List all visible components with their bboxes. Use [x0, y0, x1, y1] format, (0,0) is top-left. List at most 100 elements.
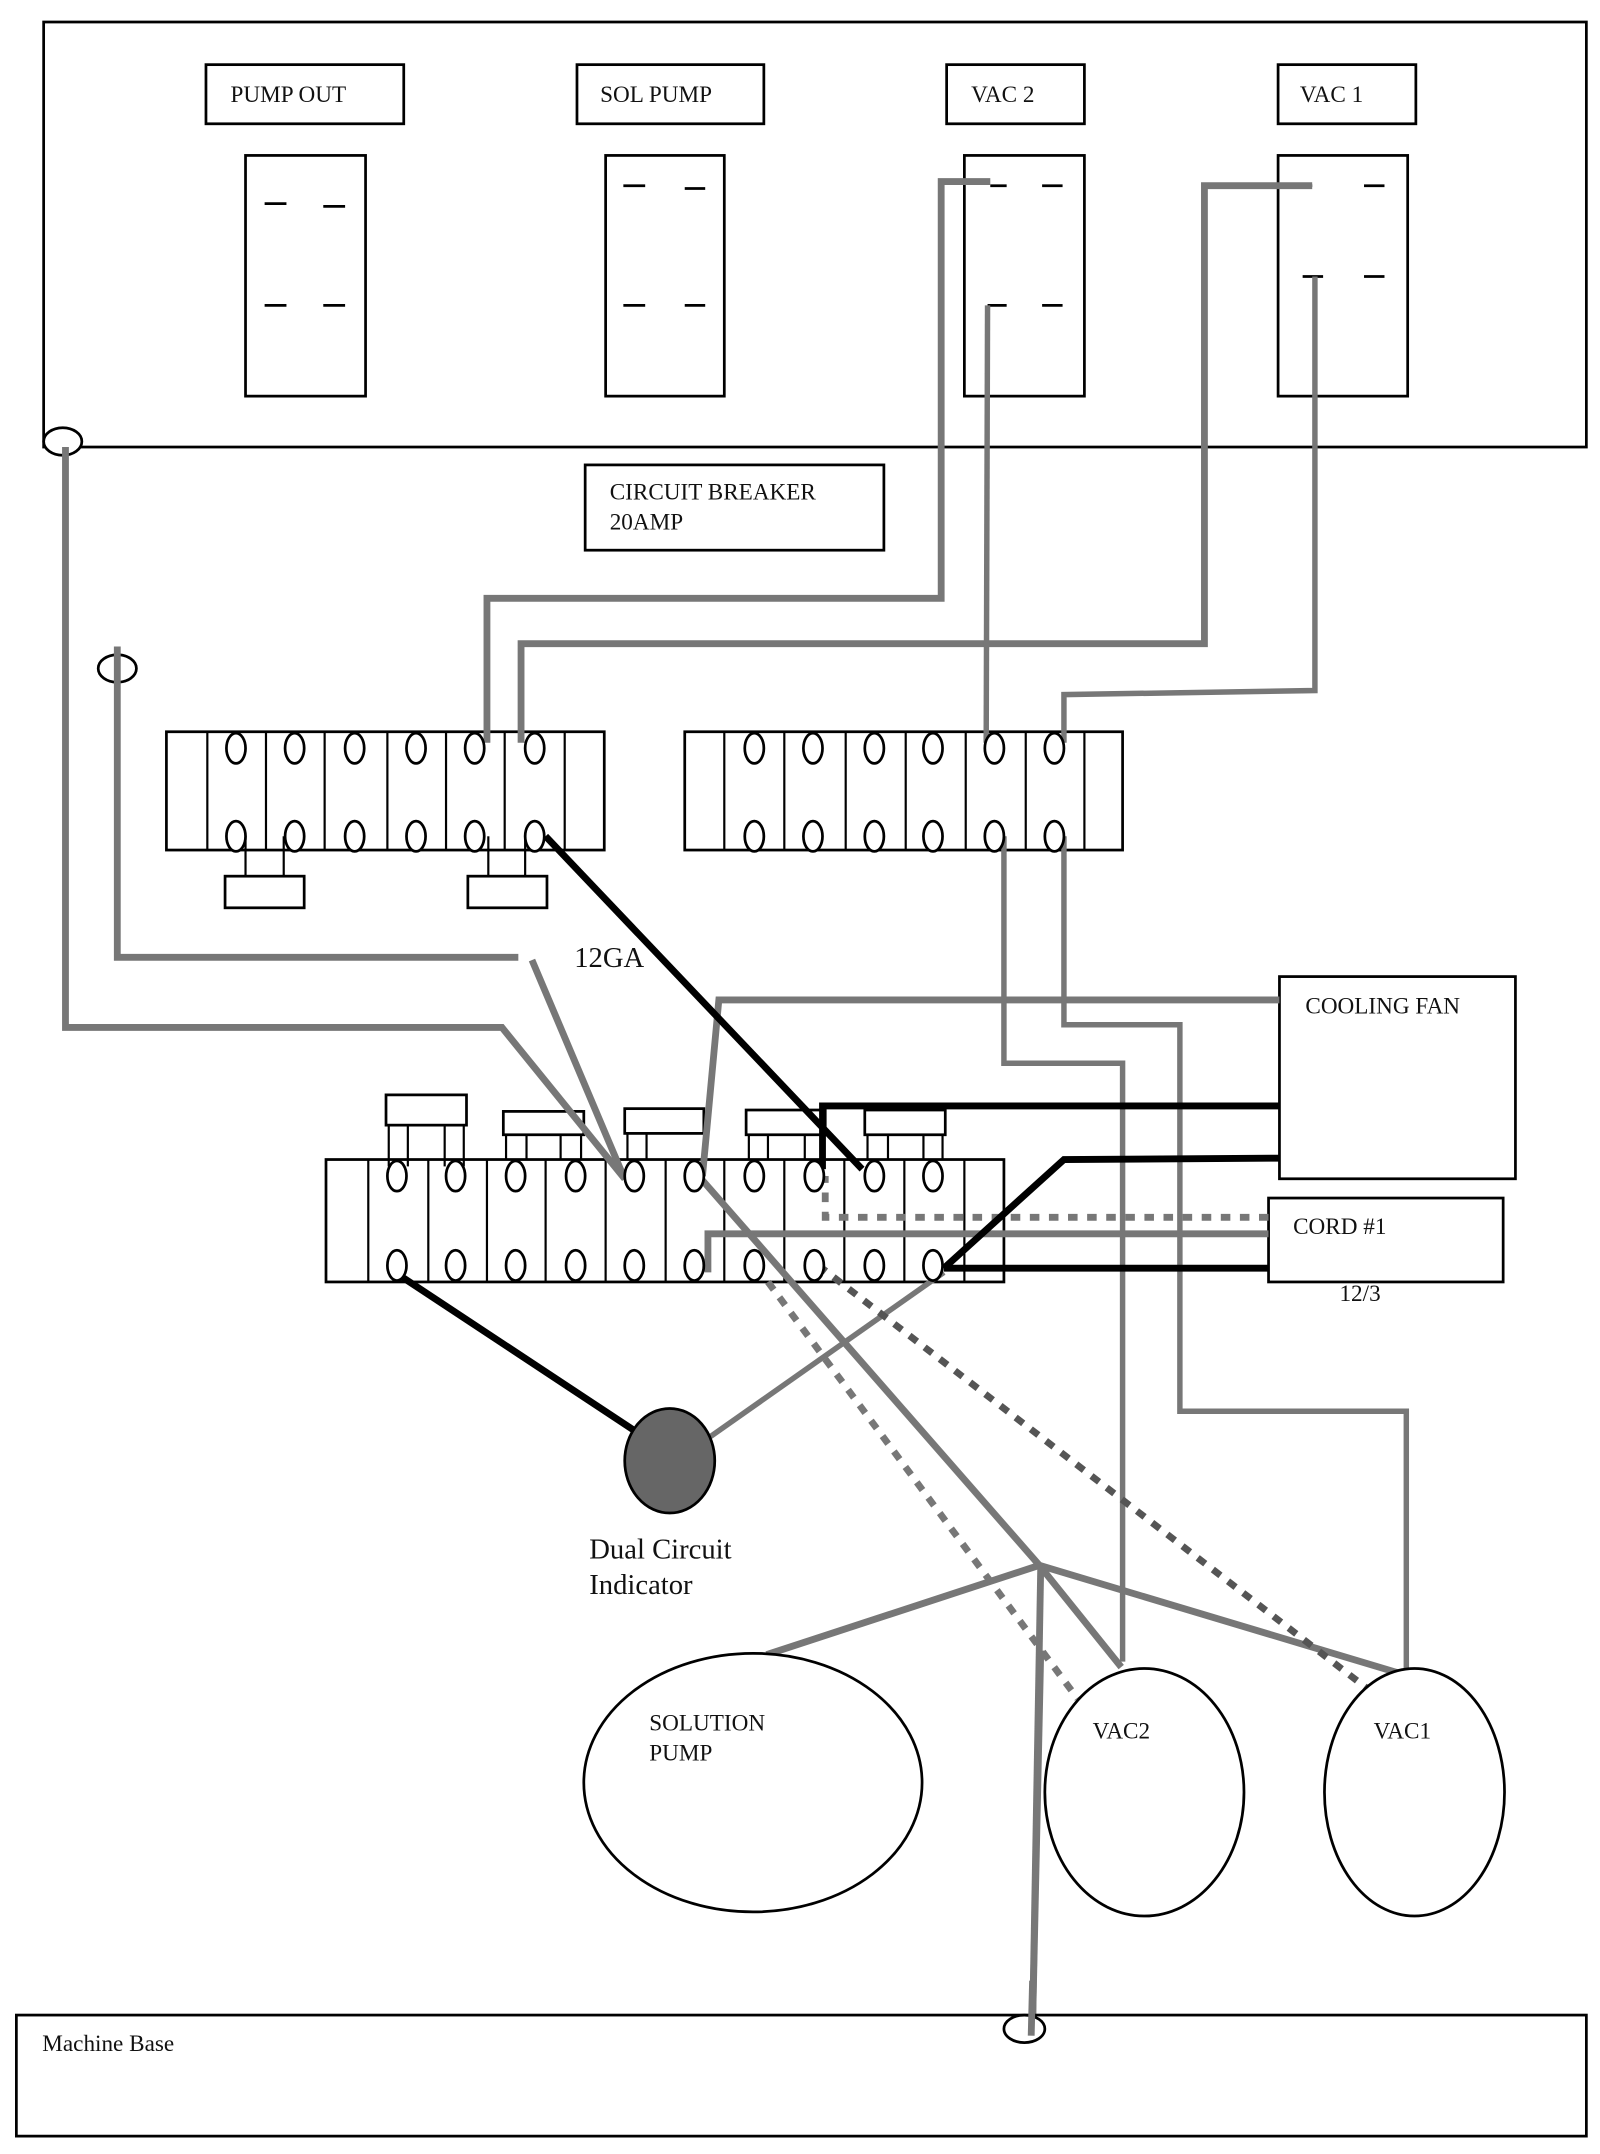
terminal-screw: [523, 819, 546, 853]
terminal-screw: [405, 819, 427, 853]
wire-hub-vac1: [1038, 1561, 1408, 1679]
circuit-breaker: CIRCUIT BREAKER 20AMP: [583, 463, 886, 552]
svg-text:Machine Base: Machine Base: [42, 2031, 174, 2057]
switch-label-vac1: VAC 1: [1276, 63, 1418, 126]
jumper-upper-left-b: [466, 836, 549, 910]
terminal-screw: [343, 731, 366, 765]
switch-pump-out[interactable]: [244, 154, 367, 398]
svg-text:SOL PUMP: SOL PUMP: [600, 82, 712, 108]
svg-text:VAC2: VAC2: [1093, 1719, 1151, 1745]
terminal-screw: [444, 1159, 467, 1193]
terminal-screw: [803, 1159, 826, 1193]
svg-text:CORD #1: CORD #1: [1293, 1214, 1386, 1240]
wire-vac1-switch-top: [517, 182, 1313, 743]
wire-vac1-switch-bottom: [1061, 276, 1318, 743]
wire-vac2-switch-bottom: [983, 305, 991, 743]
terminal-screw: [743, 1159, 766, 1193]
terminal-screw: [803, 1248, 826, 1282]
terminal-screw: [922, 731, 944, 765]
wire-vac1-feed: [1061, 836, 1410, 1672]
jumper-lower-5: [863, 1108, 947, 1160]
terminal-screw: [983, 731, 1006, 765]
machine-base: Machine Base: [15, 2013, 1588, 2138]
terminal-screw: [523, 731, 546, 765]
power-cord: CORD #1: [1267, 1196, 1505, 1284]
switch-sol-pump[interactable]: [604, 154, 726, 398]
wire-panel-ground: [62, 447, 628, 1181]
svg-text:PUMP: PUMP: [649, 1741, 712, 1767]
terminal-screw: [1043, 731, 1066, 765]
terminal-strip-lower: [324, 1158, 1006, 1284]
jumper-lower-1: [384, 1093, 468, 1167]
wire-vac2-switch-top: [483, 178, 991, 743]
terminal-screw: [386, 1248, 408, 1282]
wire-dotted-vac1: [816, 1262, 1383, 1702]
svg-text:VAC1: VAC1: [1374, 1719, 1432, 1745]
terminal-screw: [463, 731, 486, 765]
svg-text:VAC 1: VAC 1: [1300, 82, 1363, 108]
terminal-screw: [983, 819, 1006, 853]
svg-text:SOLUTION: SOLUTION: [649, 1710, 765, 1736]
terminal-screw: [743, 731, 766, 765]
motor-vac1: VAC1: [1323, 1667, 1506, 1918]
wires-black: [386, 833, 1280, 1434]
switch-label-pump-out: PUMP OUT: [204, 63, 406, 126]
wires-dotted: [765, 1176, 1383, 1702]
terminal-screw: [1043, 819, 1066, 853]
dual-circuit-indicator: Dual Circuit Indicator: [589, 1407, 732, 1601]
wire-hub-vac2: [1036, 1563, 1124, 1670]
terminal-screw: [863, 731, 886, 765]
terminal-screw: [802, 731, 824, 765]
terminal-screw: [802, 819, 824, 853]
svg-text:PUMP OUT: PUMP OUT: [231, 82, 347, 108]
base-ground-lug: [1002, 2013, 1047, 2044]
jumper-upper-left-a: [223, 836, 306, 910]
terminal-screw: [564, 1248, 587, 1282]
motor-vac2: VAC2: [1043, 1667, 1246, 1918]
wire-ring-ground-b: [528, 958, 627, 1178]
terminal-screw: [743, 819, 766, 853]
terminal-screw: [225, 731, 247, 765]
terminal-screw: [504, 1159, 527, 1193]
terminal-screw: [683, 1159, 706, 1193]
wire-indicator-hot: [386, 1265, 637, 1434]
svg-text:VAC 2: VAC 2: [971, 82, 1034, 108]
terminal-screw: [463, 819, 486, 853]
terminal-screw: [683, 1248, 706, 1282]
switch-label-sol-pump: SOL PUMP: [575, 63, 766, 126]
svg-text:CIRCUIT BREAKER: CIRCUIT BREAKER: [610, 479, 817, 505]
terminal-screw: [623, 1248, 646, 1282]
switch-vac1[interactable]: [1276, 154, 1410, 398]
terminal-screw: [922, 1159, 944, 1193]
terminal-screw: [564, 1159, 587, 1193]
wire-ring-ground: [113, 646, 519, 961]
wire-fan-return: [941, 1154, 1280, 1271]
wire-base-ground-end: [1027, 1980, 1036, 2036]
terminal-screw: [283, 731, 306, 765]
cord-spec-label: 12/3: [1339, 1281, 1380, 1307]
svg-text:COOLING FAN: COOLING FAN: [1305, 994, 1460, 1020]
terminal-screw: [623, 1159, 646, 1193]
wire-12ga-hot: [543, 833, 865, 1172]
terminal-screw: [504, 1248, 527, 1282]
wire-indicator-return: [707, 1270, 946, 1440]
switch-label-vac2: VAC 2: [945, 63, 1086, 126]
switch-vac2[interactable]: [963, 154, 1086, 398]
wire-fan-hot: [819, 1102, 1280, 1170]
jumper-lower-3: [623, 1107, 706, 1160]
wire-gauge-label: 12GA: [574, 942, 644, 974]
wire-cord-neutral: [704, 1230, 1269, 1273]
terminal-screw: [743, 1248, 766, 1282]
wire-hub-base-front: [1029, 1650, 1045, 2027]
wires-gray: [62, 178, 1410, 2027]
terminal-screw: [444, 1248, 467, 1282]
wire-hub-pump: [765, 1562, 1041, 1658]
terminal-screw: [283, 819, 306, 853]
wire-vac2-feed: [1001, 836, 1126, 1662]
motor-solution-pump: SOLUTION PUMP: [582, 1651, 924, 1914]
wire-fan-feed: [699, 996, 1280, 1177]
terminal-screw: [863, 819, 886, 853]
terminal-screw: [225, 819, 247, 853]
terminal-screw: [386, 1159, 408, 1193]
